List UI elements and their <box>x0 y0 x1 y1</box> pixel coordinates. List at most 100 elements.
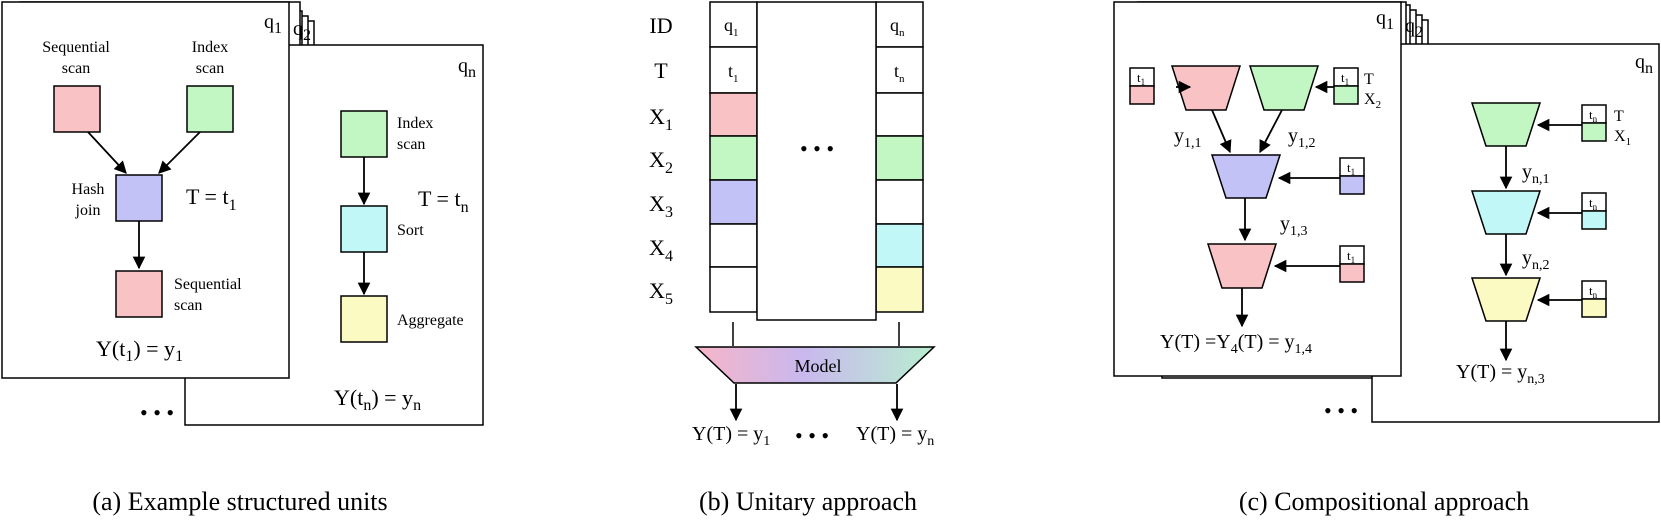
more-queries-dots: • • • <box>1324 398 1358 423</box>
output-qn: Y(T) = yn,3 <box>1456 361 1545 387</box>
index-scan-node <box>186 85 234 133</box>
query-vector-qn: qn tn <box>875 1 924 313</box>
qn-aggregate-label: Aggregate <box>397 312 464 329</box>
time-tag-text: t1 <box>1347 248 1355 265</box>
q2-label: q2 <box>1405 15 1423 41</box>
feature-tag-cell <box>1581 122 1607 142</box>
q1-id-text: q1 <box>724 15 739 39</box>
feature-tag-cell <box>1129 85 1155 105</box>
feature-cell <box>709 135 758 181</box>
index-scan-label: Index <box>192 39 228 56</box>
feature-cell <box>875 266 924 313</box>
y11-label: y1,1 <box>1174 125 1202 151</box>
vector-matrix-frame <box>756 1 877 321</box>
qn-t-cell <box>875 46 924 94</box>
feature-cell <box>709 179 758 225</box>
arrow <box>1211 109 1232 154</box>
qn-id-text: qn <box>890 15 905 39</box>
q1-id-cell <box>709 1 758 48</box>
index-scan-label: scan <box>196 60 224 77</box>
model-block <box>694 346 936 384</box>
qn-unit-model-sort <box>1470 190 1542 235</box>
caption-a: (a) Example structured units <box>92 487 387 516</box>
time-tag-text: tn <box>1589 283 1598 300</box>
row-label: ID <box>649 13 672 38</box>
output-dots: • • • <box>795 423 829 448</box>
panel-a: q1 q2 qn Sequential scan Index scan Hash… <box>1 1 484 516</box>
feature-tag-cell <box>1333 85 1359 105</box>
caption-b: (b) Unitary approach <box>699 487 917 516</box>
time-tag-text: t1 <box>1347 160 1355 177</box>
query-vector-q1: q1 t1 <box>709 1 758 313</box>
t-feature-label: T <box>1364 71 1374 88</box>
qn-sort-label: Sort <box>397 222 424 239</box>
unit-model-index-scan <box>1248 65 1320 111</box>
output-q1: Y(T) =Y4(T) = y1,4 <box>1160 331 1312 357</box>
feature-cell <box>875 223 924 268</box>
qn-aggregate-node <box>340 295 388 343</box>
q1-label: q1 <box>1376 7 1394 33</box>
feature-tag-cell <box>1339 263 1365 283</box>
row-label: X2 <box>649 147 673 177</box>
feature-tag-cell <box>1581 298 1607 318</box>
feature-cell <box>709 223 758 268</box>
middle-dots: • • • <box>800 136 834 161</box>
hash-join-label: join <box>75 202 101 219</box>
time-tag-text: tn <box>1589 195 1598 212</box>
row-label: X5 <box>649 278 673 308</box>
time-tag-text: t1 <box>1137 70 1145 87</box>
q2-label: q2 <box>293 18 311 44</box>
feature-tag-cell <box>1581 210 1607 230</box>
feature-cell <box>709 266 758 313</box>
seq-scan-top-label: Sequential <box>42 39 110 56</box>
q1-label: q1 <box>264 11 282 37</box>
yn1-label: yn,1 <box>1522 161 1550 187</box>
qn-x1-feature-label: X1 <box>1614 128 1631 148</box>
row-label: X1 <box>649 104 673 134</box>
more-queries-dots: • • • <box>140 400 174 425</box>
y13-label: y1,3 <box>1280 213 1308 239</box>
qn-index-scan-node <box>340 110 388 158</box>
y12-label: y1,2 <box>1288 125 1316 151</box>
seq-scan-node <box>53 85 101 133</box>
feature-cell <box>709 92 758 137</box>
t-equals-t1: T = t1 <box>186 184 237 214</box>
feature-cell <box>875 135 924 181</box>
arrow <box>87 131 127 174</box>
seq-scan-bottom-node <box>115 270 163 318</box>
qn-id-cell <box>875 1 924 48</box>
seq-scan-top-label: scan <box>62 60 90 77</box>
model-label: Model <box>795 356 842 376</box>
caption-c: (c) Compositional approach <box>1239 487 1529 516</box>
output-q1: Y(T) = y1 <box>692 423 770 449</box>
q1-t-text: t1 <box>728 61 739 85</box>
row-label: X4 <box>649 235 673 265</box>
qn-label: qn <box>1635 51 1653 77</box>
y-tn-label: Y(tn) = yn <box>334 385 421 414</box>
seq-scan-bottom-label: Sequential <box>174 276 242 293</box>
row-label: X3 <box>649 191 673 221</box>
arrow <box>1259 109 1283 154</box>
unit-model-hash-join <box>1210 154 1282 199</box>
qn-unit-model-index-scan <box>1470 102 1542 147</box>
time-tag-text: tn <box>1589 107 1598 124</box>
qn-sort-node <box>340 205 388 253</box>
qn-index-scan-label: Index <box>397 115 433 132</box>
hash-join-node <box>115 174 163 222</box>
seq-scan-bottom-label: scan <box>174 297 202 314</box>
feature-cell <box>875 179 924 225</box>
qn-unit-model-aggregate <box>1470 277 1542 322</box>
feature-tag-cell <box>1339 175 1365 195</box>
qn-index-scan-label: scan <box>397 136 425 153</box>
yn2-label: yn,2 <box>1522 247 1550 273</box>
arrow <box>158 131 201 174</box>
x2-feature-label: X2 <box>1364 91 1381 111</box>
qn-t-feature-label: T <box>1614 108 1624 125</box>
q1-t-cell <box>709 46 758 94</box>
t-equals-tn: T = tn <box>418 186 469 216</box>
qn-t-text: tn <box>894 61 905 85</box>
qn-label: qn <box>458 55 476 81</box>
